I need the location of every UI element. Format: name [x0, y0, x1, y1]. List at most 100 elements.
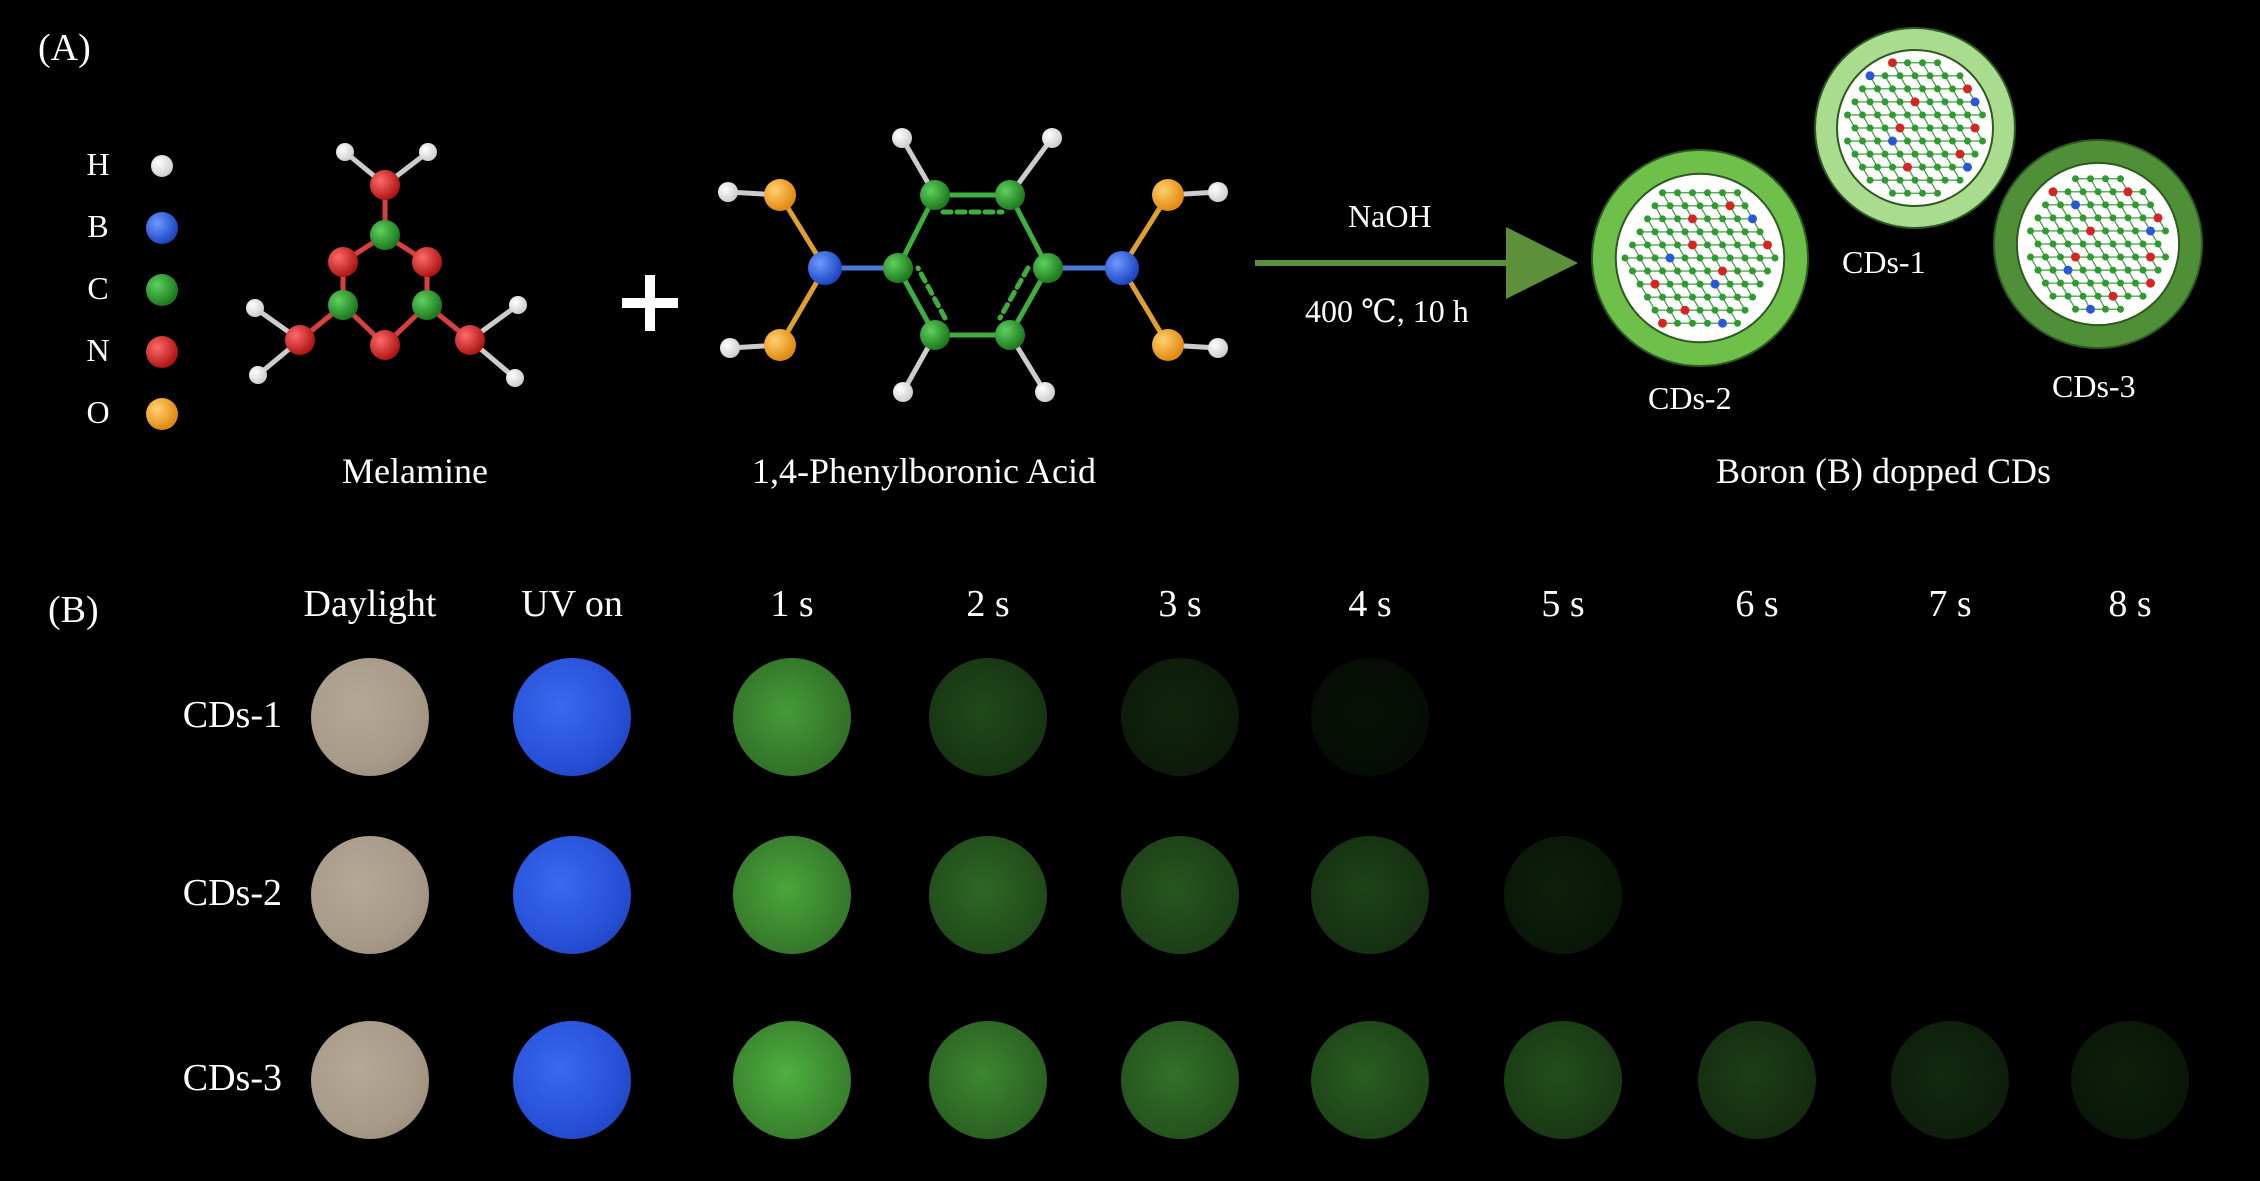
lattice-atom — [1964, 137, 1971, 145]
lattice-atom — [2072, 175, 2079, 183]
lattice-atom — [1844, 137, 1851, 145]
lattice-atom — [2102, 227, 2109, 235]
lattice-atom — [1949, 137, 1956, 145]
lattice-atom — [1889, 111, 1896, 119]
lattice-atom — [1764, 267, 1771, 275]
lattice-atom — [1651, 254, 1659, 262]
lattice-atom — [1956, 72, 1964, 80]
lattice-atom — [1741, 254, 1749, 262]
lattice-atom — [1696, 254, 1704, 262]
lattice-atom — [2139, 240, 2147, 248]
lattice-atom — [1859, 163, 1866, 171]
carbon-dots-group — [1591, 27, 2203, 367]
lattice-atom — [1688, 214, 1697, 224]
afterglow-sample — [1504, 836, 1622, 954]
lattice-atom — [1674, 319, 1681, 327]
afterglow-sample — [1311, 1021, 1429, 1139]
column-header: 6 s — [1735, 583, 1779, 625]
lattice-atom — [1674, 215, 1681, 223]
lattice-atom — [1726, 280, 1734, 288]
lattice-atom — [1681, 280, 1689, 288]
lattice-atom — [1658, 318, 1667, 328]
lattice-atom — [1763, 240, 1772, 250]
lattice-atom — [2109, 240, 2117, 248]
afterglow-sample — [1311, 836, 1429, 954]
lattice-atom — [1949, 85, 1956, 93]
lattice-atom — [1666, 306, 1674, 314]
lattice-atom — [2139, 292, 2147, 300]
lattice-atom — [2109, 266, 2117, 274]
lattice-atom — [1756, 228, 1764, 236]
legend-n-atom — [146, 336, 178, 368]
lattice-atom — [1904, 189, 1911, 197]
lattice-atom — [2072, 305, 2079, 313]
lattice-atom — [1719, 241, 1726, 249]
lattice-atom — [2064, 214, 2072, 222]
lattice-atom — [1674, 267, 1681, 275]
afterglow-sample — [733, 658, 851, 776]
lattice-atom — [2087, 253, 2094, 261]
lattice-atom — [1644, 241, 1651, 249]
column-header: 1 s — [770, 583, 814, 625]
lattice-atom — [1919, 137, 1926, 145]
lattice-atom — [1644, 215, 1651, 223]
lattice-atom — [2117, 227, 2124, 235]
lattice-atom — [1919, 111, 1926, 119]
lattice-atom — [1881, 98, 1889, 106]
legend-letter-n: N — [86, 332, 110, 368]
lattice-atom — [1704, 319, 1711, 327]
lattice-atom — [1904, 85, 1911, 93]
lattice-atom — [1651, 228, 1659, 236]
lattice-atom — [1659, 189, 1666, 197]
lattice-atom — [2049, 240, 2057, 248]
afterglow-sample — [1121, 1021, 1239, 1139]
lattice-atom — [1704, 215, 1711, 223]
afterglow-sample — [733, 836, 851, 954]
lattice-atom — [2079, 292, 2087, 300]
lattice-atom — [1636, 228, 1644, 236]
lattice-atom — [1704, 293, 1711, 301]
lattice-atom — [1889, 85, 1896, 93]
lattice-atom — [1696, 202, 1704, 210]
column-header: 2 s — [966, 583, 1010, 625]
lattice-atom — [2117, 201, 2124, 209]
lattice-atom — [2079, 214, 2087, 222]
lattice-atom — [2146, 226, 2155, 236]
lattice-atom — [1726, 254, 1734, 262]
daylight-sample — [311, 658, 429, 776]
lattice-atom — [2079, 240, 2087, 248]
lattice-atom — [1650, 279, 1660, 289]
melamine-label: Melamine — [342, 451, 488, 491]
lattice-atom — [2027, 227, 2034, 235]
lattice-atom — [1844, 111, 1851, 119]
lattice-atom — [2139, 266, 2147, 274]
lattice-atom — [1681, 254, 1689, 262]
lattice-atom — [1851, 150, 1859, 158]
lattice-atom — [1659, 293, 1666, 301]
lattice-atom — [1970, 123, 1980, 133]
afterglow-sample — [1698, 1021, 1816, 1139]
lattice-atom — [1674, 241, 1681, 249]
lattice-atom — [1926, 150, 1934, 158]
lattice-atom — [1874, 137, 1881, 145]
lattice-atom — [2102, 253, 2109, 261]
lattice-atom — [1911, 150, 1919, 158]
lattice-atom — [2072, 227, 2079, 235]
lattice-atom — [1956, 176, 1964, 184]
lattice-atom — [1971, 150, 1979, 158]
plus-sign — [622, 275, 678, 331]
lattice-atom — [1956, 98, 1964, 106]
afterglow-sample — [929, 658, 1047, 776]
column-header: 8 s — [2108, 583, 2152, 625]
lattice-atom — [2063, 265, 2073, 275]
lattice-atom — [1911, 72, 1919, 80]
lattice-atom — [2124, 292, 2132, 300]
uv-sample — [513, 1021, 631, 1139]
lattice-atom — [2102, 201, 2109, 209]
lattice-atom — [1874, 111, 1881, 119]
lattice-atom — [1689, 319, 1696, 327]
lattice-atom — [2117, 279, 2124, 287]
lattice-atom — [2124, 266, 2132, 274]
column-header: 4 s — [1348, 583, 1392, 625]
